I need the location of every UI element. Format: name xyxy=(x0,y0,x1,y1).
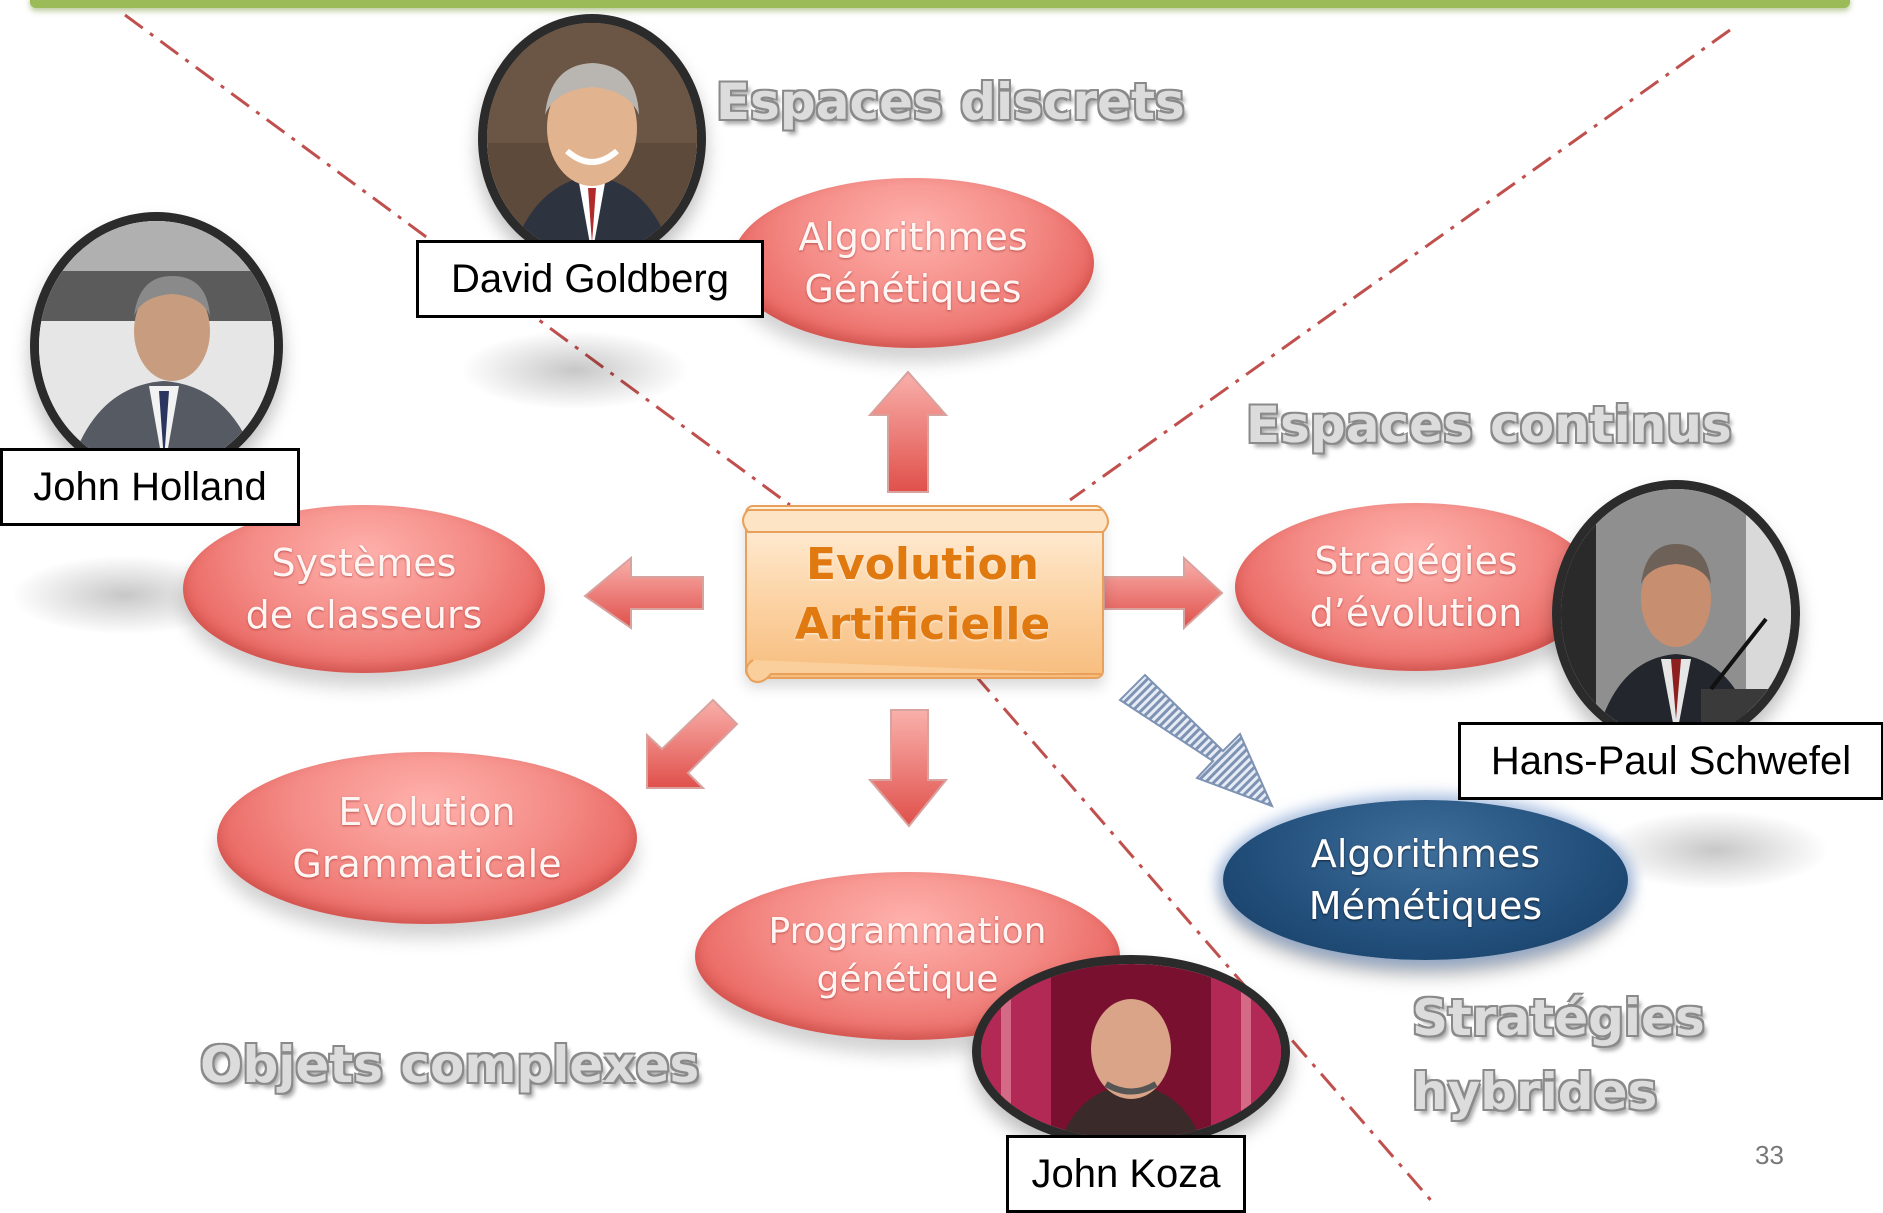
node-label-line2: Grammaticale xyxy=(292,842,562,886)
node-label-line1: Algorithmes xyxy=(798,215,1028,259)
node-genetic-algorithms: Algorithmes Génétiques xyxy=(732,178,1094,348)
node-grammatical-evolution: Evolution Grammaticale xyxy=(217,752,637,924)
divider-line-bottom xyxy=(973,674,1437,1206)
divider-line-right xyxy=(1069,28,1731,502)
region-title-continuous: Espaces continus xyxy=(1246,396,1732,454)
node-label-line2: Mémétiques xyxy=(1308,884,1543,928)
node-label-line1: Systèmes xyxy=(271,541,457,585)
center-scroll: Evolution Artificielle xyxy=(742,505,1109,683)
arrow-left xyxy=(583,555,704,630)
name-label-goldberg: David Goldberg xyxy=(416,240,764,318)
portrait-koza xyxy=(972,955,1290,1148)
scroll-curl-decoration xyxy=(742,509,1109,683)
arrow-down xyxy=(867,709,949,828)
node-label-line2: d’évolution xyxy=(1309,591,1523,635)
node-evolution-strategies: Stragégies d’évolution xyxy=(1235,503,1597,671)
scroll-body xyxy=(745,505,1104,679)
center-title: Evolution Artificielle xyxy=(745,535,1100,655)
node-label-line1: Programmation xyxy=(768,911,1047,952)
portrait-schwefel xyxy=(1552,480,1800,748)
center-title-line2: Artificielle xyxy=(794,599,1051,650)
shadow-blob xyxy=(1600,810,1830,890)
center-title-line1: Evolution xyxy=(805,539,1040,590)
page-number: 33 xyxy=(1755,1140,1784,1170)
name-label-schwefel: Hans-Paul Schwefel xyxy=(1458,722,1883,800)
region-title-hybrid-line2: hybrides xyxy=(1412,1063,1658,1121)
node-label-line2: génétique xyxy=(816,959,999,1000)
top-bar xyxy=(30,0,1850,8)
node-memetic-algorithms: Algorithmes Mémétiques xyxy=(1223,800,1628,960)
arrow-up xyxy=(867,370,949,493)
region-title-discrete: Espaces discrets xyxy=(716,73,1185,131)
arrow-down-left xyxy=(646,698,739,789)
node-label-line1: Algorithmes xyxy=(1310,832,1541,876)
node-label-line1: Stragégies xyxy=(1314,539,1518,583)
node-classifier-systems: Systèmes de classeurs xyxy=(183,505,545,673)
node-label-line2: Génétiques xyxy=(804,267,1022,311)
arrow-right xyxy=(1103,555,1224,631)
shadow-blob xyxy=(460,330,690,410)
region-title-complex: Objets complexes xyxy=(200,1036,700,1094)
portrait-holland xyxy=(30,212,283,480)
portrait-goldberg xyxy=(478,14,706,264)
node-label-line1: Evolution xyxy=(338,790,516,834)
region-title-hybrid-line1: Stratégies xyxy=(1412,989,1705,1047)
name-label-koza: John Koza xyxy=(1006,1135,1246,1213)
node-label-line2: de classeurs xyxy=(245,593,483,637)
name-label-holland: John Holland xyxy=(0,448,300,526)
arrow-down-right-striped xyxy=(1118,673,1274,808)
